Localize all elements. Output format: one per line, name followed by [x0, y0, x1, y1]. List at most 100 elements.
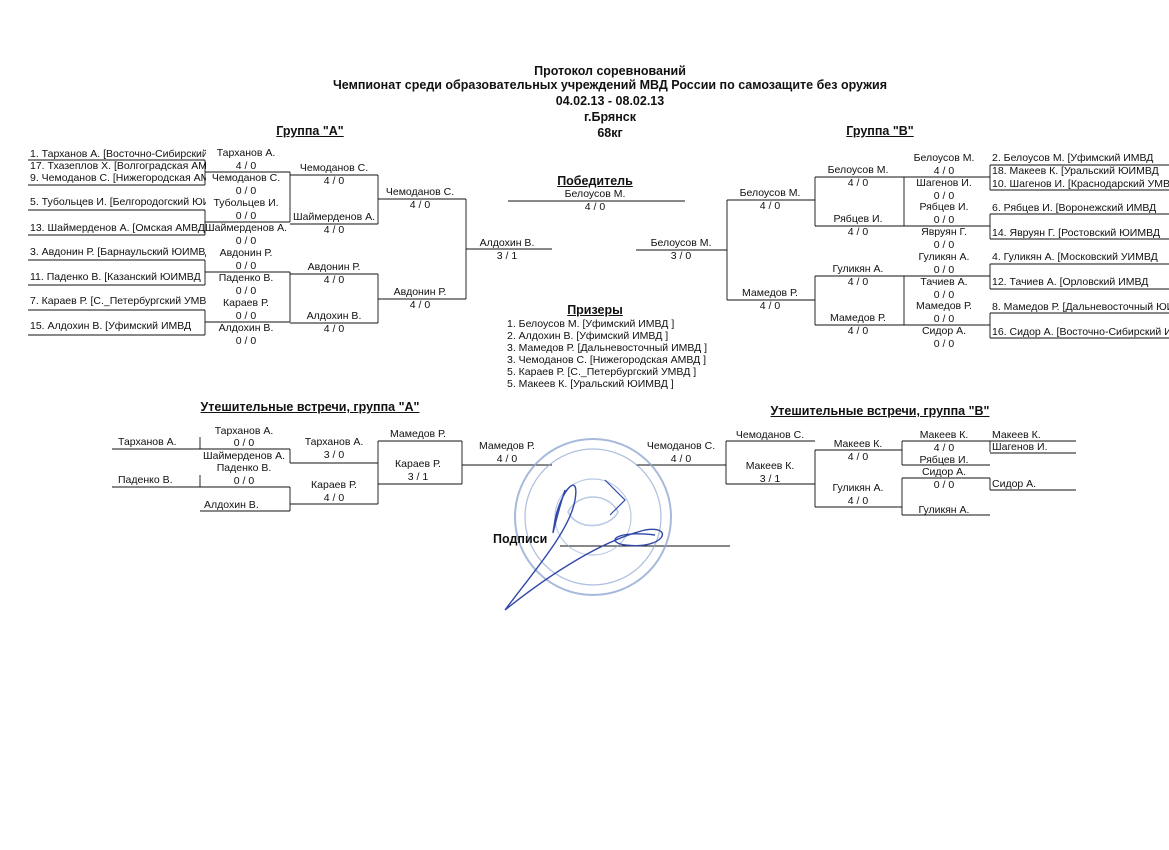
cons-b-entry: Сидор А.: [992, 478, 1037, 490]
group-a-r2-name: Шаймерденов А.: [292, 211, 375, 223]
group-b-r1-score: 0 / 0: [933, 264, 955, 276]
group-b-r1-name: Рябцев И.: [919, 201, 969, 213]
group-b-entry: 8. Мамедов Р. [Дальневосточный ЮИМВД: [992, 301, 1169, 313]
cons-a-entry: Паденко В.: [118, 474, 173, 486]
cons-a-r1-score: 0 / 0: [233, 475, 255, 487]
group-b-final-score: 3 / 0: [670, 250, 692, 262]
prize-entry: 5. Караев Р. [С._Петербургский УМВД ]: [507, 366, 697, 378]
group-b-r1-score: 0 / 0: [933, 239, 955, 251]
group-a-r1-name: Чемоданов С.: [211, 172, 281, 184]
cons-b-entry: Шагенов И.: [992, 441, 1048, 453]
group-a-r1-name: Тубольцев И.: [213, 197, 279, 209]
cons-a-r3-name: Караев Р.: [395, 458, 441, 470]
group-b-r2-score: 4 / 0: [847, 276, 869, 288]
group-a-r1-name: Паденко В.: [218, 272, 274, 284]
group-a-entry: 5. Тубольцев И. [Белгородогский ЮИМВД: [30, 196, 206, 208]
group-a-final-name: Алдохин В.: [479, 237, 535, 249]
competition-city: г.Брянск: [584, 110, 636, 124]
cons-b-r1-name: Макеев К.: [919, 429, 969, 441]
cons-b-r3-top-name: Чемоданов С.: [735, 429, 805, 441]
cons-b-final-score: 4 / 0: [670, 453, 692, 465]
group-a-r1-score: 0 / 0: [235, 310, 257, 322]
group-b-r2-name: Белоусов М.: [827, 164, 889, 176]
prize-entry: 5. Макеев К. [Уральский ЮИМВД ]: [507, 378, 674, 390]
cons-a-r1-name: Паденко В.: [216, 462, 272, 474]
group-b-r3-score: 4 / 0: [759, 200, 781, 212]
group-a-entry: 17. Тхазеплов Х. [Волгоградская АМВД: [30, 160, 206, 172]
group-b-entry: 18. Макеев К. [Уральский ЮИМВД: [992, 165, 1159, 177]
cons-b-r2-score: 4 / 0: [847, 495, 869, 507]
official-stamp-seal: [514, 438, 672, 596]
group-b-r1-name: Тачиев А.: [920, 276, 968, 288]
group-b-r1-score: 0 / 0: [933, 190, 955, 202]
competition-dates: 04.02.13 - 08.02.13: [555, 94, 665, 108]
cons-b-r3-name: Макеев К.: [745, 460, 795, 472]
winner-name: Белоусов М.: [564, 188, 626, 200]
group-a-r1-score: 0 / 0: [235, 235, 257, 247]
group-b-entry: 6. Рябцев И. [Воронежский ИМВД: [992, 202, 1157, 214]
group-a-r3-name: Авдонин Р.: [393, 286, 447, 298]
group-a-title: Группа "А": [276, 124, 344, 138]
group-a-r2-name: Алдохин В.: [306, 310, 362, 322]
signature-label: Подписи: [493, 532, 548, 546]
group-a-r1-name: Шаймерденов А.: [204, 222, 287, 234]
prizes-title: Призеры: [567, 303, 623, 317]
cons-a-final-name: Мамедов Р.: [479, 440, 535, 452]
consolation-a-title: Утешительные встречи, группа "А": [200, 400, 420, 414]
group-a-r3-score: 4 / 0: [409, 299, 431, 311]
group-a-final-score: 3 / 1: [496, 250, 518, 262]
cons-b-r1-score: 4 / 0: [933, 442, 955, 454]
group-a-r2-score: 4 / 0: [323, 323, 345, 335]
championship-title: Чемпионат среди образовательных учрежден…: [333, 78, 887, 92]
group-b-r2-name: Рябцев И.: [833, 213, 883, 225]
group-a-entry: 13. Шаймерденов А. [Омская АМВД: [30, 222, 205, 234]
group-a-r1-name: Караев Р.: [223, 297, 269, 309]
cons-b-r1-name: Рябцев И.: [919, 454, 969, 466]
group-b-entry: 14. Явруян Г. [Ростовский ЮИМВД: [992, 227, 1160, 239]
group-a-r2-score: 4 / 0: [323, 274, 345, 286]
group-b-r1-name: Сидор А.: [921, 325, 967, 337]
group-a-entry: 9. Чемоданов С. [Нижегородская АМВД: [30, 172, 206, 184]
group-a-r1-name: Авдонин Р.: [219, 247, 273, 259]
handwritten-signature: [504, 479, 664, 611]
cons-b-r1-score: 0 / 0: [933, 479, 955, 491]
group-b-entry: 4. Гуликян А. [Московский УИМВД: [992, 251, 1158, 263]
cons-b-r1-name: Сидор А.: [921, 466, 967, 478]
winner-score: 4 / 0: [584, 201, 606, 213]
group-a-entry: 15. Алдохин В. [Уфимский ИМВД: [30, 320, 192, 332]
cons-a-r3-top-name: Мамедов Р.: [390, 428, 446, 440]
prize-entry: 2. Алдохин В. [Уфимский ИМВД ]: [507, 330, 669, 342]
group-b-entry: 2. Белоусов М. [Уфимский ИМВД: [992, 152, 1154, 164]
cons-a-r1-name: Шаймерденов А.: [202, 450, 285, 462]
group-b-title: Группа "В": [846, 124, 914, 138]
cons-b-r3-score: 3 / 1: [759, 473, 781, 485]
group-b-r1-score: 0 / 0: [933, 313, 955, 325]
cons-a-r1-name: Тарханов А.: [214, 425, 274, 437]
group-a-entry: 3. Авдонин Р. [Барнаульский ЮИМВД: [30, 246, 206, 258]
group-a-r3-name: Чемоданов С.: [385, 186, 455, 198]
group-a-entry: 11. Паденко В. [Казанский ЮИМВД: [30, 271, 201, 283]
group-b-r1-score: 0 / 0: [933, 289, 955, 301]
group-a-entry: 1. Тарханов А. [Восточно-Сибирский ИМВД: [30, 148, 206, 160]
cons-a-r2-score: 3 / 0: [323, 449, 345, 461]
group-b-entry: 10. Шагенов И. [Краснодарский УМВД: [992, 178, 1169, 190]
group-a-r3-score: 4 / 0: [409, 199, 431, 211]
cons-b-entry: Макеев К.: [992, 429, 1041, 441]
group-b-r2-score: 4 / 0: [847, 325, 869, 337]
group-b-r2-name: Гуликян А.: [832, 263, 884, 275]
group-b-r1-score: 0 / 0: [933, 338, 955, 350]
group-b-r1-name: Белоусов М.: [913, 152, 975, 164]
cons-b-r2-score: 4 / 0: [847, 451, 869, 463]
group-b-r3-name: Белоусов М.: [739, 187, 801, 199]
group-a-r1-score: 4 / 0: [235, 160, 257, 172]
cons-b-r2-name: Гуликян А.: [832, 482, 884, 494]
group-b-final-name: Белоусов М.: [650, 237, 712, 249]
cons-a-r3-score: 3 / 1: [407, 471, 429, 483]
prize-entry: 3. Чемоданов С. [Нижегородская АМВД ]: [507, 354, 707, 366]
group-a-r1-name: Алдохин В.: [218, 322, 274, 334]
group-b-r1-score: 4 / 0: [933, 165, 955, 177]
group-b-r1-name: Мамедов Р.: [916, 300, 972, 312]
protocol-title: Протокол соревнований: [534, 64, 686, 78]
group-b-entry: 16. Сидор А. [Восточно-Сибирский ИМВД: [992, 326, 1169, 338]
